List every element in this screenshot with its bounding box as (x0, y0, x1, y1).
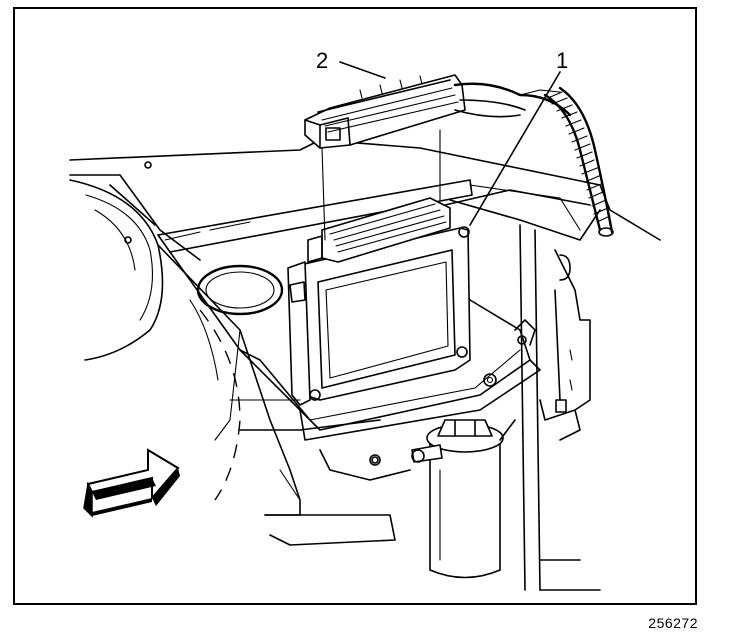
figure-border (13, 7, 697, 605)
callout-1: 1 (469, 48, 568, 226)
wiring-harness (453, 82, 614, 237)
accumulator-canister (411, 419, 504, 579)
right-bracket (519, 224, 601, 591)
wheel-well (69, 179, 241, 501)
grommet (196, 264, 284, 316)
pcm-module (287, 197, 471, 406)
harness-connector (304, 74, 466, 241)
fender-apron (157, 244, 411, 546)
front-direction-arrow (83, 448, 180, 518)
callout-2: 2 (316, 48, 386, 79)
lower-panel (229, 399, 516, 464)
figure-number: 256272 (648, 615, 698, 631)
body-panel (69, 139, 661, 261)
callout-1-label: 1 (556, 48, 568, 73)
callout-2-label: 2 (316, 48, 328, 73)
